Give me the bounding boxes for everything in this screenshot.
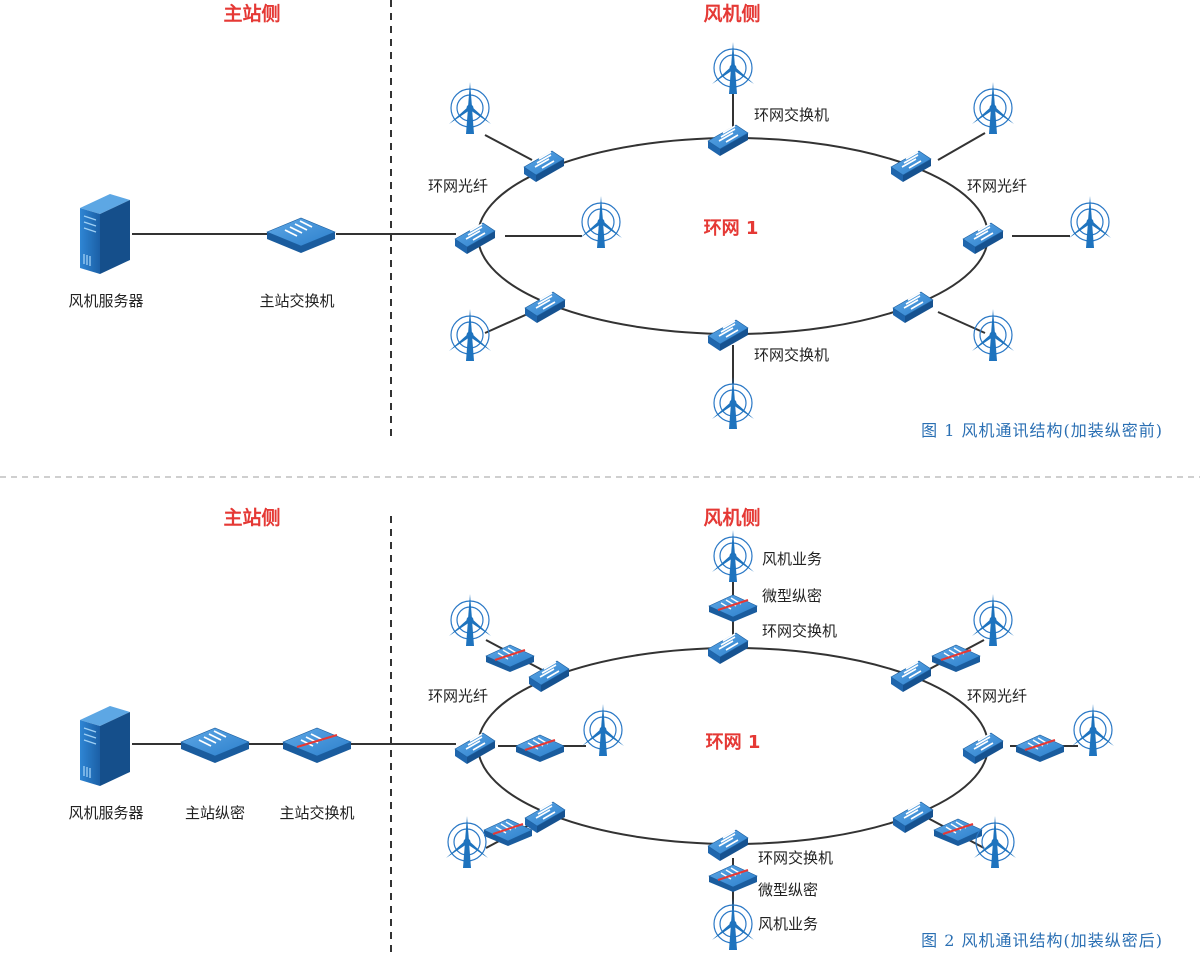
master-encryptor-icon: [180, 727, 250, 764]
micro-encryptor-icon: [931, 644, 981, 673]
ring-switch-icon: [892, 801, 934, 834]
ring-switch-icon: [962, 732, 1004, 765]
fig2-master-side-title: 主站侧: [223, 506, 280, 529]
fig2-master-switch-label: 主站交换机: [279, 804, 354, 822]
fig2-turbine-service-bottom: 风机业务: [758, 915, 818, 933]
master-switch-icon: [281, 726, 353, 765]
wind-turbine-icon: [448, 81, 492, 135]
micro-encryptor-icon: [1015, 734, 1065, 763]
fig1-server-label: 风机服务器: [68, 292, 143, 310]
ring-switch-icon: [890, 150, 932, 183]
micro-encryptor-icon: [483, 818, 533, 847]
ring-switch-icon: [454, 732, 496, 765]
fig2-ring-label: 环网 1: [706, 732, 761, 753]
wind-turbine-icon: [973, 815, 1017, 869]
ring-switch-icon: [890, 660, 932, 693]
fig1-caption: 图 1 风机通讯结构(加装纵密前): [921, 421, 1163, 440]
micro-encryptor-icon: [708, 864, 758, 893]
ring-switch-icon: [454, 222, 496, 255]
fig1-fiber-label-right: 环网光纤: [967, 177, 1027, 195]
wind-turbine-icon: [1068, 195, 1112, 249]
micro-encryptor-icon: [485, 644, 535, 673]
server-icon: [79, 193, 131, 275]
wind-turbine-icon: [711, 41, 755, 95]
fig1-ring-switch-label-top: 环网交换机: [754, 106, 829, 124]
fig2-master-encryptor-label: 主站纵密: [185, 804, 245, 822]
fig2-fiber-label-right: 环网光纤: [967, 687, 1027, 705]
ring-switch-icon: [962, 222, 1004, 255]
ring-switch-icon: [707, 319, 749, 352]
wind-turbine-icon: [579, 195, 623, 249]
ring-switch-icon: [707, 829, 749, 862]
fig1-fiber-label-left: 环网光纤: [428, 177, 488, 195]
wind-turbine-icon: [971, 593, 1015, 647]
ring-switch-icon: [523, 150, 565, 183]
wind-turbine-icon: [971, 81, 1015, 135]
ring-switch-icon: [892, 291, 934, 324]
fig2-micro-encryptor-top: 微型纵密: [762, 587, 822, 605]
figure-2: 主站侧 风机侧: [68, 506, 1163, 951]
wind-turbine-icon: [448, 593, 492, 647]
wind-turbine-icon: [445, 815, 489, 869]
wind-turbine-icon: [711, 376, 755, 430]
micro-encryptor-icon: [708, 594, 758, 623]
server-icon: [79, 705, 131, 787]
wind-turbine-icon: [971, 308, 1015, 362]
fig1-ring-switch-label-bottom: 环网交换机: [754, 346, 829, 364]
fig2-server-label: 风机服务器: [68, 804, 143, 822]
micro-encryptor-icon: [933, 818, 983, 847]
fig2-turbine-service-top: 风机业务: [762, 550, 822, 568]
fig2-micro-encryptor-bottom: 微型纵密: [758, 881, 818, 899]
micro-encryptor-icon: [515, 734, 565, 763]
fig2-fiber-label-left: 环网光纤: [428, 687, 488, 705]
ring-switch-icon: [707, 632, 749, 665]
wind-turbine-icon: [1071, 703, 1115, 757]
wind-turbine-icon: [711, 529, 755, 583]
fig2-turbine-side-title: 风机侧: [703, 507, 760, 529]
figure-1: 主站侧 风机侧: [68, 2, 1163, 440]
wind-turbine-icon: [581, 703, 625, 757]
fig1-turbine-side-title: 风机侧: [703, 3, 760, 25]
wind-turbine-icon: [711, 897, 755, 951]
fig1-master-switch-label: 主站交换机: [259, 292, 334, 310]
wind-turbine-icon: [448, 308, 492, 362]
fig1-master-side-title: 主站侧: [223, 2, 280, 25]
ring-switch-icon: [707, 124, 749, 157]
fig2-ring-switch-label-bottom: 环网交换机: [758, 849, 833, 867]
master-switch-icon: [266, 217, 336, 254]
fig2-ring-switch-label-top: 环网交换机: [762, 622, 837, 640]
fig2-caption: 图 2 风机通讯结构(加装纵密后): [921, 931, 1163, 950]
fig1-ring-label: 环网 1: [704, 218, 759, 239]
